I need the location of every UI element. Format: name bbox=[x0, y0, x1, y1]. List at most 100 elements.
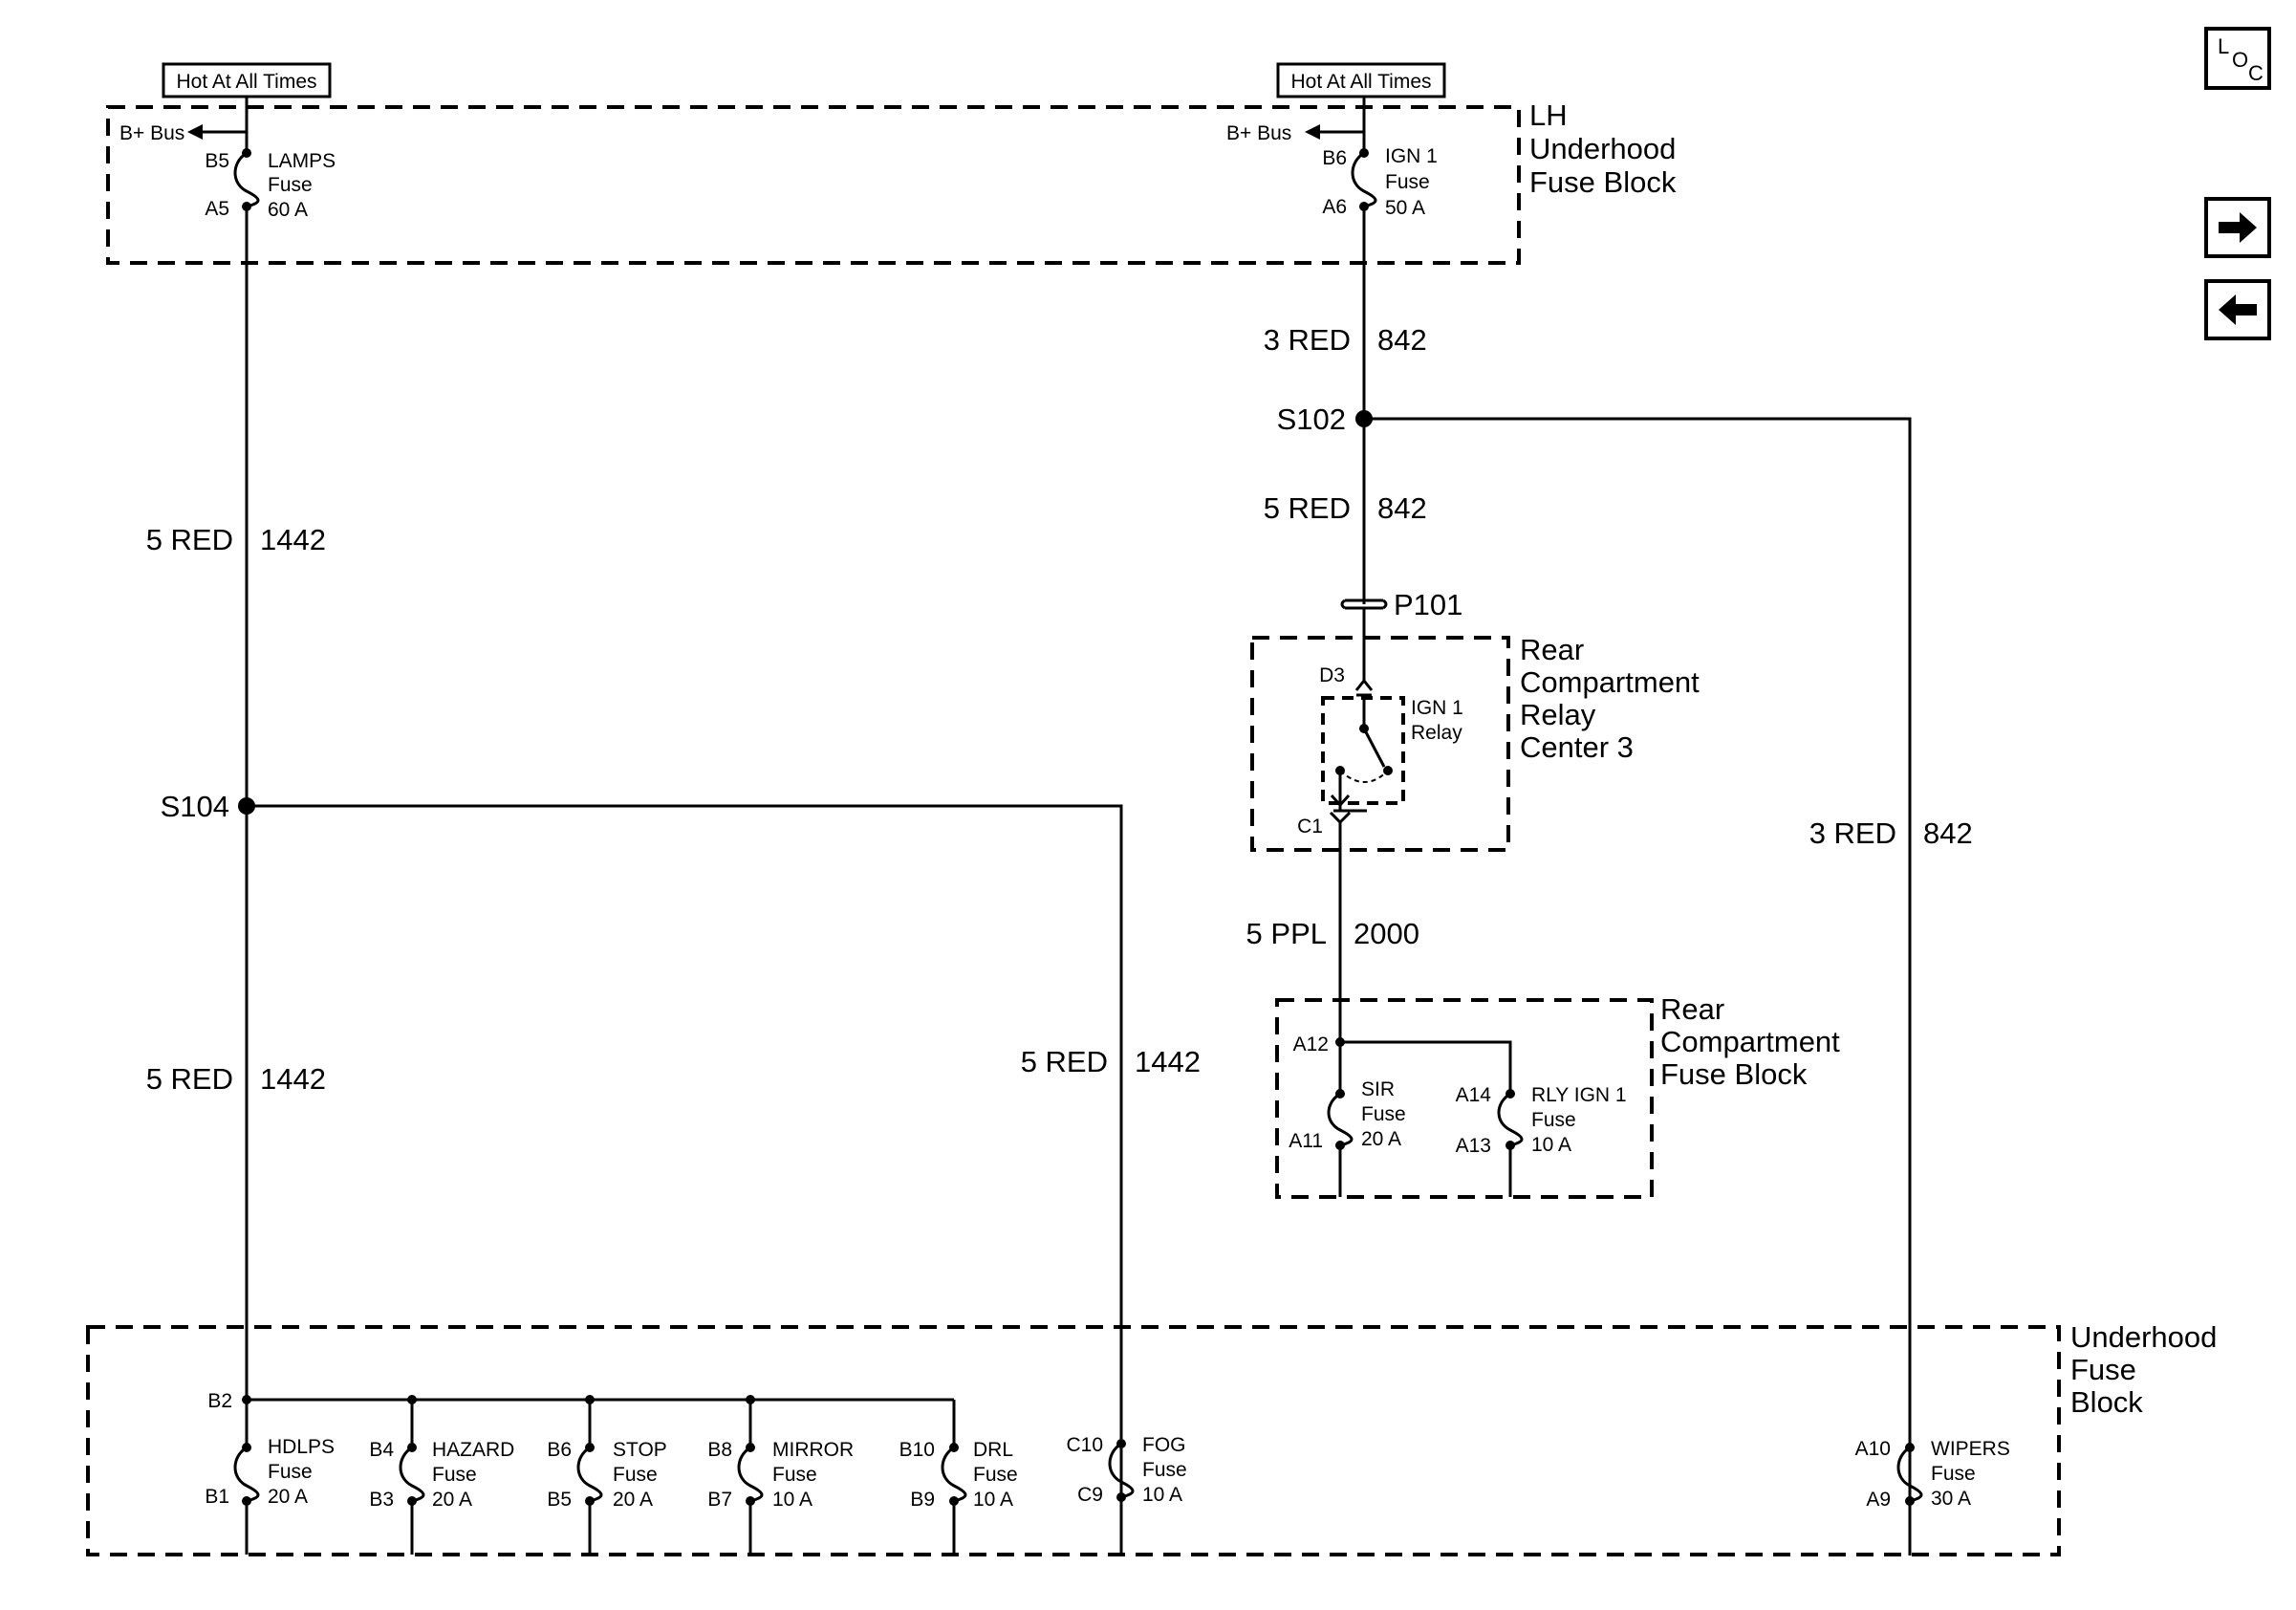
sir-fuse-name: SIR bbox=[1361, 1078, 1395, 1100]
wire-left-top-gauge: 5 RED bbox=[146, 523, 233, 556]
wire-1442-to-fog bbox=[247, 804, 1123, 1556]
relay-center-label-4: Center 3 bbox=[1520, 730, 1634, 764]
lh-block-label-1: LH bbox=[1529, 98, 1568, 132]
mirror-fuse-word: Fuse bbox=[772, 1464, 817, 1486]
wipers-pin-top: A10 bbox=[1855, 1438, 1891, 1460]
underhood-fuse-block-outline bbox=[86, 1325, 2061, 1556]
lamps-fuse-name: LAMPS bbox=[268, 150, 336, 172]
wire-ign-mid-circuit: 842 bbox=[1377, 491, 1427, 525]
stop-pin-bot: B5 bbox=[547, 1489, 572, 1511]
hot-label-right-text: Hot At All Times bbox=[1290, 71, 1431, 93]
fog-pin-top: C10 bbox=[1066, 1434, 1103, 1456]
underhood-block-label-1: Underhood bbox=[2070, 1320, 2217, 1354]
rear-fuse-block-label-2: Compartment bbox=[1660, 1025, 1840, 1058]
ign1-fuse-word: Fuse bbox=[1385, 171, 1430, 193]
rear-relay-center-outline bbox=[1250, 636, 1510, 852]
rly-ign1-fuse-rating: 10 A bbox=[1531, 1134, 1571, 1156]
lamps-bus-label: B+ Bus bbox=[119, 122, 184, 144]
stop-pin-top: B6 bbox=[547, 1439, 572, 1461]
wire-left-bot-gauge: 5 RED bbox=[146, 1062, 233, 1096]
drl-pin-top: B10 bbox=[899, 1439, 935, 1461]
locator-button[interactable]: L O C bbox=[2204, 27, 2271, 90]
ign1-bus-label: B+ Bus bbox=[1226, 122, 1291, 144]
arrow-left-icon bbox=[2219, 294, 2257, 325]
hdlps-fuse-name: HDLPS bbox=[268, 1436, 335, 1458]
hazard-fuse: B4 B3 HAZARD Fuse 20 A bbox=[369, 1439, 514, 1555]
rly-ign1-fuse-name: RLY IGN 1 bbox=[1531, 1084, 1627, 1106]
lamps-pin-bot: A5 bbox=[205, 198, 229, 220]
sir-fuse-rating: 20 A bbox=[1361, 1128, 1401, 1150]
locator-letter-l: L bbox=[2218, 34, 2230, 58]
wire-left-bot-circuit: 1442 bbox=[260, 1062, 326, 1096]
relay-name-2: Relay bbox=[1411, 722, 1462, 744]
arrow-right-icon bbox=[2219, 212, 2257, 243]
rly-ign1-fuse: A14 A13 RLY IGN 1 Fuse 10 A bbox=[1456, 1084, 1627, 1197]
drl-fuse-word: Fuse bbox=[973, 1464, 1018, 1486]
underhood-block-label-3: Block bbox=[2070, 1385, 2143, 1419]
wipers-fuse-name: WIPERS bbox=[1931, 1438, 2010, 1460]
lamps-fuse: B+ Bus B5 A5 LAMPS Fuse 60 A bbox=[119, 97, 336, 221]
fog-fuse-name: FOG bbox=[1142, 1434, 1186, 1456]
hazard-fuse-word: Fuse bbox=[432, 1464, 477, 1486]
sir-fuse-word: Fuse bbox=[1361, 1103, 1406, 1125]
ign1-pin-bot: A6 bbox=[1322, 196, 1347, 218]
rear-fuse-pin-in: A12 bbox=[1293, 1033, 1329, 1055]
underhood-bus-bar: B2 bbox=[207, 1390, 956, 1447]
stop-fuse-word: Fuse bbox=[613, 1464, 658, 1486]
wipers-fuse-rating: 30 A bbox=[1931, 1488, 1971, 1510]
hdlps-fuse: B1 HDLPS Fuse 20 A bbox=[205, 1400, 335, 1555]
wipers-fuse-word: Fuse bbox=[1931, 1463, 1976, 1485]
mirror-pin-bot: B7 bbox=[707, 1489, 732, 1511]
relay-pin-top: D3 bbox=[1319, 664, 1345, 686]
fog-fuse: C10 C9 FOG Fuse 10 A bbox=[1066, 1434, 1186, 1506]
ign1-relay: D3 IGN 1 Relay C1 bbox=[1297, 664, 1463, 1042]
rear-fuse-block-outline bbox=[1275, 998, 1654, 1199]
wire-842-to-wipers bbox=[1364, 417, 1912, 1556]
wire-ign-mid-gauge: 5 RED bbox=[1264, 491, 1351, 525]
splice-s102-label: S102 bbox=[1277, 402, 1346, 436]
connector-p101-label: P101 bbox=[1394, 588, 1462, 621]
hdlps-fuse-word: Fuse bbox=[268, 1461, 313, 1483]
rly-ign1-pin-bot: A13 bbox=[1456, 1135, 1491, 1157]
locator-letter-o: O bbox=[2232, 48, 2249, 72]
lh-underhood-fuse-block-outline bbox=[106, 105, 1521, 265]
mirror-pin-top: B8 bbox=[707, 1439, 732, 1461]
wire-ppl-circuit: 2000 bbox=[1354, 917, 1419, 950]
drl-fuse-rating: 10 A bbox=[973, 1489, 1013, 1511]
mirror-fuse-rating: 10 A bbox=[772, 1489, 812, 1511]
hdlps-fuse-rating: 20 A bbox=[268, 1486, 308, 1508]
lamps-fuse-word: Fuse bbox=[268, 174, 313, 196]
relay-center-label-1: Rear bbox=[1520, 633, 1584, 666]
hot-label-right: Hot At All Times bbox=[1276, 62, 1446, 98]
next-page-button[interactable] bbox=[2204, 197, 2271, 258]
fog-fuse-word: Fuse bbox=[1142, 1459, 1187, 1481]
ign1-pin-top: B6 bbox=[1322, 147, 1347, 169]
ign1-fuse: B+ Bus B6 A6 IGN 1 Fuse 50 A bbox=[1226, 97, 1438, 219]
rear-fuse-block-label-1: Rear bbox=[1660, 992, 1724, 1026]
stop-fuse-name: STOP bbox=[613, 1439, 667, 1461]
connector-p101: P101 bbox=[1340, 588, 1462, 621]
underhood-pin-bus: B2 bbox=[207, 1390, 232, 1412]
fog-fuse-rating: 10 A bbox=[1142, 1484, 1182, 1506]
drl-fuse-name: DRL bbox=[973, 1439, 1013, 1461]
relay-center-label-3: Relay bbox=[1520, 698, 1596, 731]
wipers-fuse: A10 A9 WIPERS Fuse 30 A bbox=[1855, 1438, 2010, 1511]
locator-letter-c: C bbox=[2248, 61, 2264, 85]
lamps-fuse-rating: 60 A bbox=[268, 199, 308, 221]
previous-page-button[interactable] bbox=[2204, 279, 2271, 340]
relay-center-label-2: Compartment bbox=[1520, 665, 1700, 699]
lamps-pin-top: B5 bbox=[205, 150, 229, 172]
wire-left-top-circuit: 1442 bbox=[260, 523, 326, 556]
rly-ign1-pin-top: A14 bbox=[1456, 1084, 1492, 1106]
hazard-fuse-rating: 20 A bbox=[432, 1489, 472, 1511]
rear-fuse-bus: A12 bbox=[1293, 1033, 1512, 1094]
hazard-fuse-name: HAZARD bbox=[432, 1439, 514, 1461]
sir-pin-bot: A11 bbox=[1289, 1130, 1323, 1152]
wire-mid-gauge: 5 RED bbox=[1021, 1045, 1108, 1078]
stop-fuse: B6 B5 STOP Fuse 20 A bbox=[547, 1439, 667, 1555]
splice-s104-label: S104 bbox=[161, 790, 229, 823]
relay-name-1: IGN 1 bbox=[1411, 697, 1463, 719]
wipers-pin-bot: A9 bbox=[1866, 1489, 1891, 1511]
wire-right-gauge: 3 RED bbox=[1809, 816, 1896, 850]
